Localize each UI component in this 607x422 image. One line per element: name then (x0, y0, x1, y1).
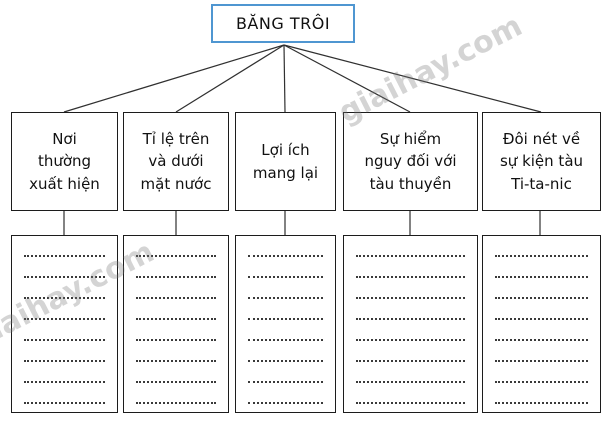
dotted-blank-line[interactable] (356, 383, 465, 404)
dotted-blank-line[interactable] (248, 236, 323, 257)
dotted-blank-line[interactable] (248, 299, 323, 320)
dotted-blank-line[interactable] (136, 341, 216, 362)
dotted-lines (344, 236, 477, 404)
topic-box-ti-le-tren-va-duoi-mat-nuoc: Tỉ lệ trên và dưới mặt nước (123, 112, 229, 211)
dotted-blank-line[interactable] (136, 362, 216, 383)
dotted-blank-line[interactable] (136, 257, 216, 278)
dotted-blank-line[interactable] (248, 278, 323, 299)
fan-line (175, 44, 285, 113)
dotted-blank-line[interactable] (24, 257, 105, 278)
dotted-blank-line[interactable] (495, 257, 588, 278)
dotted-blank-line[interactable] (24, 320, 105, 341)
topic-label: Lợi ích mang lại (252, 141, 319, 182)
dotted-blank-line[interactable] (356, 362, 465, 383)
topic-box-doi-net-ve-su-kien-tau-ti-ta-nic: Đôi nét về sự kiện tàu Ti-ta-nic (482, 112, 601, 211)
dotted-blank-line[interactable] (24, 383, 105, 404)
dotted-blank-line[interactable] (495, 404, 588, 422)
topic-label: Nơi thường xuất hiện (29, 129, 100, 193)
dotted-blank-line[interactable] (356, 341, 465, 362)
dotted-blank-line[interactable] (248, 383, 323, 404)
fan-line (283, 44, 542, 113)
dotted-lines (124, 236, 228, 404)
dotted-blank-line[interactable] (24, 299, 105, 320)
dotted-blank-line[interactable] (356, 278, 465, 299)
dotted-blank-line[interactable] (495, 299, 588, 320)
dotted-blank-line[interactable] (24, 278, 105, 299)
dotted-blank-line[interactable] (356, 257, 465, 278)
topic-box-su-hiem-nguy-doi-voi-tau-thuyen: Sự hiểm nguy đối với tàu thuyền (343, 112, 478, 211)
answer-box-2[interactable] (123, 235, 229, 413)
dotted-blank-line[interactable] (24, 341, 105, 362)
dotted-blank-line[interactable] (495, 236, 588, 257)
topic-box-loi-ich-mang-lai: Lợi ích mang lại (235, 112, 336, 211)
dotted-lines (236, 236, 335, 404)
dotted-blank-line[interactable] (248, 341, 323, 362)
topic-label: Sự hiểm nguy đối với tàu thuyền (364, 129, 457, 193)
dotted-blank-line[interactable] (248, 362, 323, 383)
dotted-blank-line[interactable] (495, 320, 588, 341)
answer-box-5[interactable] (482, 235, 601, 413)
dotted-blank-line[interactable] (136, 320, 216, 341)
dotted-blank-line[interactable] (136, 299, 216, 320)
dotted-blank-line[interactable] (495, 383, 588, 404)
dotted-blank-line[interactable] (495, 341, 588, 362)
topic-label: Đôi nét về sự kiện tàu Ti-ta-nic (499, 129, 584, 193)
topic-label: Tỉ lệ trên và dưới mặt nước (140, 129, 212, 193)
dotted-blank-line[interactable] (136, 383, 216, 404)
dotted-blank-line[interactable] (356, 299, 465, 320)
dotted-blank-line[interactable] (356, 320, 465, 341)
root-topic-label: BĂNG TRÔI (235, 14, 331, 33)
root-topic-box: BĂNG TRÔI (211, 4, 355, 43)
answer-box-4[interactable] (343, 235, 478, 413)
dotted-blank-line[interactable] (24, 362, 105, 383)
dotted-blank-line[interactable] (24, 236, 105, 257)
answer-box-1[interactable] (11, 235, 118, 413)
dotted-lines (483, 236, 600, 422)
dotted-blank-line[interactable] (248, 320, 323, 341)
dotted-blank-line[interactable] (248, 257, 323, 278)
topic-box-noi-thuong-xuat-hien: Nơi thường xuất hiện (11, 112, 118, 211)
fan-line (283, 44, 286, 113)
dotted-blank-line[interactable] (136, 278, 216, 299)
fan-line (283, 44, 411, 113)
answer-box-3[interactable] (235, 235, 336, 413)
dotted-blank-line[interactable] (356, 236, 465, 257)
dotted-lines (12, 236, 117, 404)
dotted-blank-line[interactable] (495, 362, 588, 383)
fan-line (63, 44, 285, 113)
dotted-blank-line[interactable] (136, 236, 216, 257)
dotted-blank-line[interactable] (495, 278, 588, 299)
